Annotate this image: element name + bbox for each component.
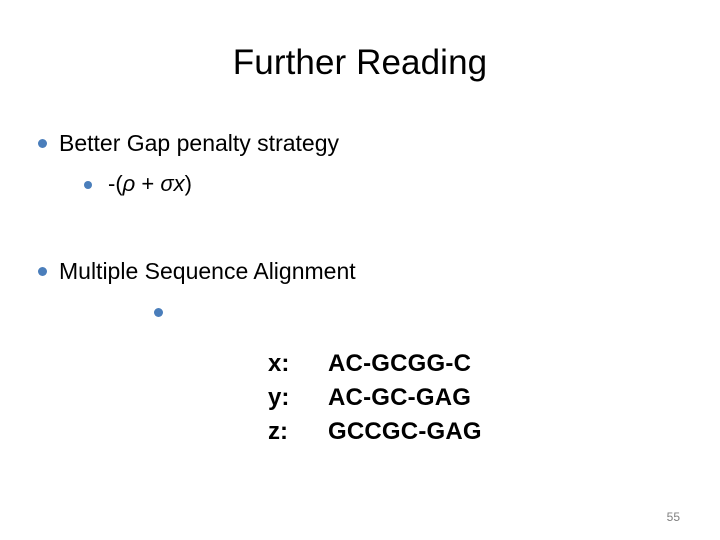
bullet-dot-icon — [84, 181, 92, 189]
bullet-item-gap-formula: -(ρ + σx) — [0, 170, 720, 198]
formula-plus-operator: + — [135, 171, 161, 196]
bullet-label-formula: -(ρ + σx) — [108, 170, 192, 198]
bullet-item-better-gap-penalty: Better Gap penalty strategy — [0, 128, 720, 158]
formula-sigma-symbol: σ — [160, 171, 174, 196]
bullet-dot-icon — [38, 267, 47, 276]
bullet-item-empty — [0, 304, 720, 317]
bullet-label: Multiple Sequence Alignment — [59, 258, 356, 284]
sequence-value-z: GCCGC-GAG — [328, 418, 482, 445]
sequence-row: y: AC-GC-GAG — [268, 384, 482, 418]
page-number: 55 — [666, 510, 680, 524]
formula-prefix: -( — [108, 171, 123, 196]
sequence-row: x: AC-GCGG-C — [268, 350, 482, 384]
bullet-dot-icon — [154, 308, 163, 317]
bullet-item-multiple-sequence-alignment: Multiple Sequence Alignment — [0, 256, 720, 286]
formula-variable-x: x — [173, 171, 185, 196]
sequence-label-z: z: — [268, 418, 288, 445]
sequence-value-y: AC-GC-GAG — [328, 384, 472, 411]
sequence-label-y: y: — [268, 384, 290, 411]
formula-rho-symbol: ρ — [122, 171, 136, 196]
sequence-label-x: x: — [268, 350, 290, 377]
sequence-row: z: GCCGC-GAG — [268, 418, 482, 452]
slide-body: Better Gap penalty strategy -(ρ + σx) Mu… — [0, 128, 720, 317]
bullet-spacer — [0, 198, 720, 256]
sequence-value-x: AC-GCGG-C — [328, 350, 472, 377]
page-title: Further Reading — [232, 43, 488, 82]
bullet-label: Better Gap penalty strategy — [59, 130, 339, 156]
sequence-alignment-block: x: AC-GCGG-C y: AC-GC-GAG z: GCCGC-GAG — [268, 350, 482, 452]
formula-suffix: ) — [184, 171, 192, 196]
bullet-dot-icon — [38, 139, 47, 148]
